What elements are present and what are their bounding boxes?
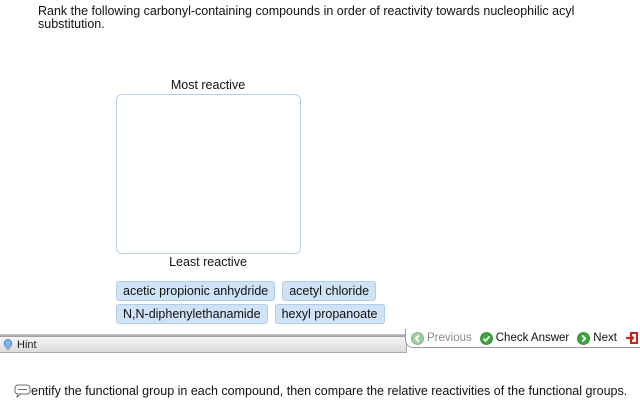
question-text: Rank the following carbonyl-containing c… <box>38 4 575 31</box>
hint-text: entify the functional group in each comp… <box>31 384 628 398</box>
next-arrow-icon <box>577 331 591 345</box>
hint-toggle[interactable]: Hint <box>0 337 407 353</box>
hint-content: entify the functional group in each comp… <box>14 384 634 398</box>
exit-icon[interactable] <box>625 331 639 345</box>
compound-chip-hexyl-propanoate[interactable]: hexyl propanoate <box>274 304 385 324</box>
check-answer-label: Check Answer <box>495 332 570 344</box>
speech-bubble-icon <box>14 384 31 398</box>
ranking-dropzone[interactable] <box>116 94 301 254</box>
previous-label: Previous <box>427 332 472 344</box>
compound-chip-acetyl-chloride[interactable]: acetyl chloride <box>282 281 377 301</box>
next-button[interactable]: Next <box>577 331 617 345</box>
lightbulb-icon <box>3 338 13 350</box>
previous-arrow-icon <box>411 331 424 345</box>
most-reactive-label: Most reactive <box>170 78 246 92</box>
least-reactive-label: Least reactive <box>169 255 247 269</box>
next-label: Next <box>593 332 617 344</box>
checkmark-icon <box>479 331 493 345</box>
previous-button[interactable]: Previous <box>411 331 472 345</box>
check-answer-button[interactable]: Check Answer <box>479 331 570 345</box>
bottom-toolbar: Hint Previous Check Answer Next <box>0 329 640 353</box>
navigation-controls: Previous Check Answer Next <box>405 329 640 348</box>
hint-label: Hint <box>17 338 37 351</box>
compound-bank: acetic propionic anhydride acetyl chlori… <box>116 281 416 327</box>
compound-chip-acetic-propionic-anhydride[interactable]: acetic propionic anhydride <box>116 281 276 301</box>
toolbar-divider <box>0 334 640 337</box>
compound-chip-diphenylethanamide[interactable]: N,N-diphenylethanamide <box>116 304 268 324</box>
